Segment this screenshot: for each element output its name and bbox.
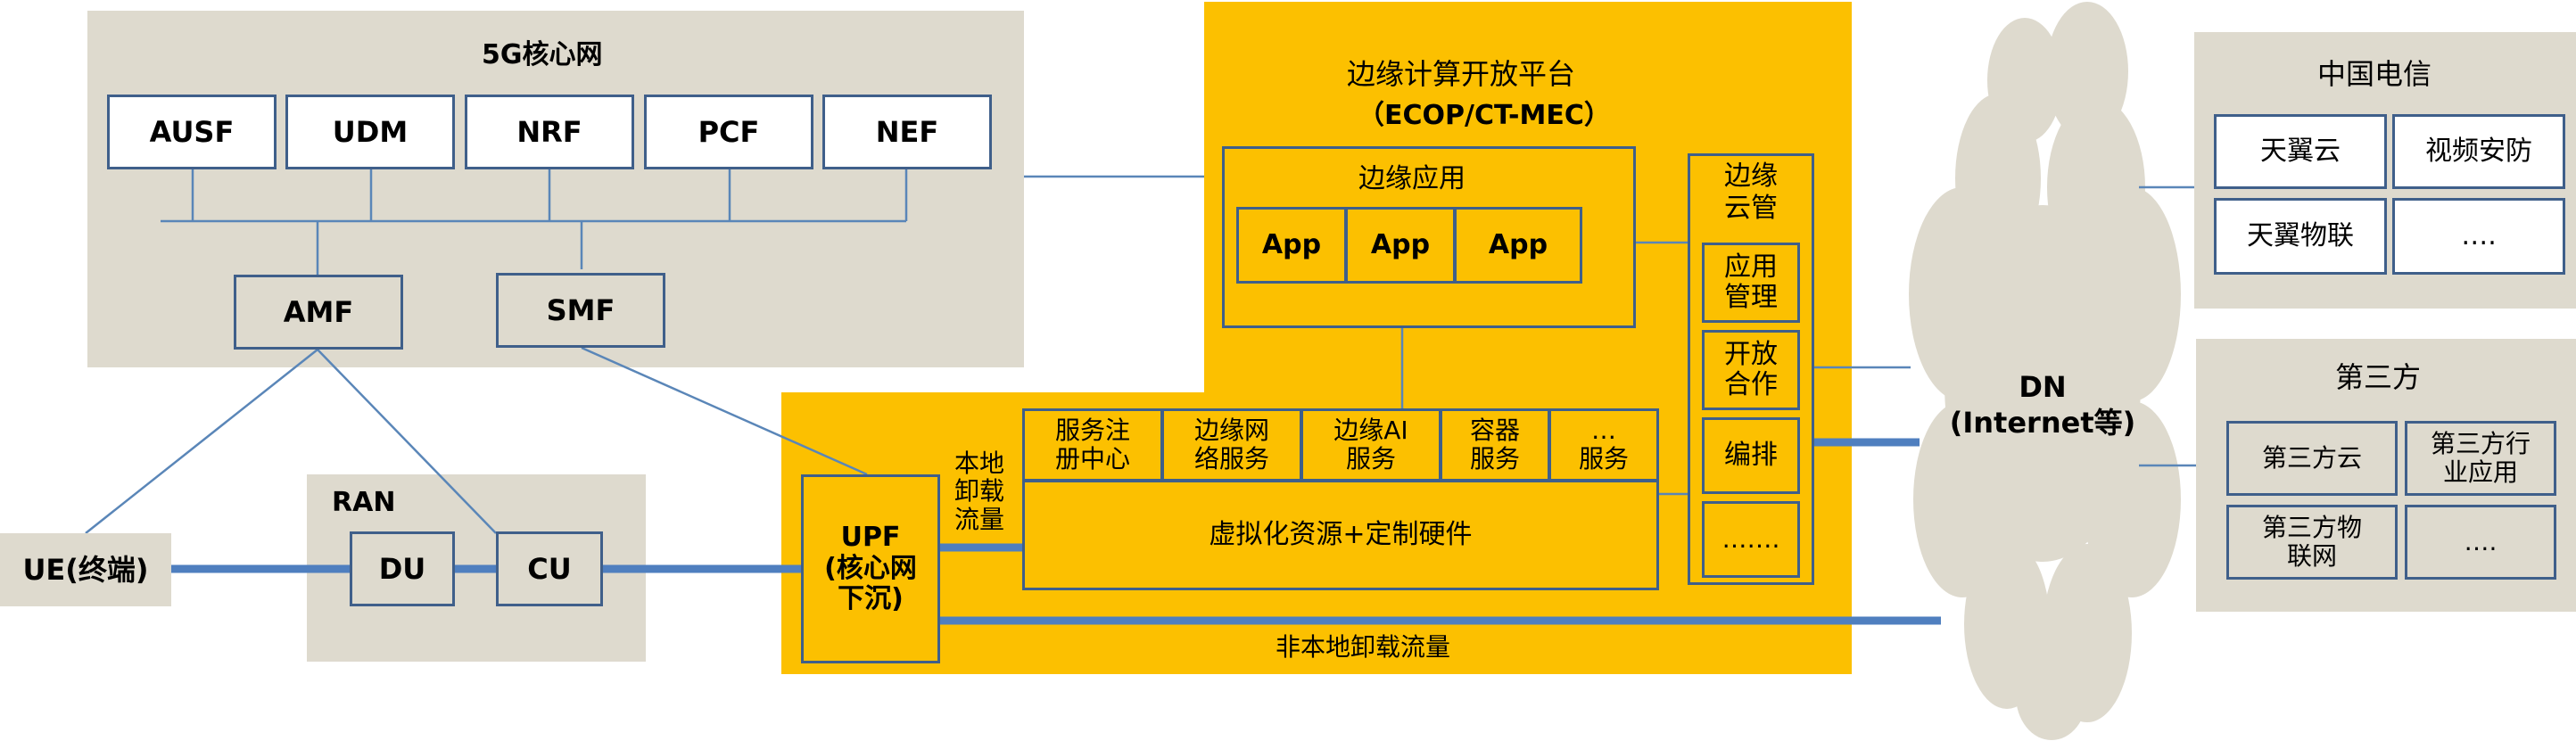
tianyi-cloud-box: 天翼云 — [2214, 114, 2387, 189]
edge-apps-title: 边缘应用 — [1358, 163, 1466, 194]
nef-box: NEF — [822, 95, 992, 169]
service-edge-network-line-1: 边缘网 — [1193, 415, 1269, 445]
service-box-more: …服务 — [1548, 408, 1659, 482]
cloud-mgmt-title-line-2: 云管 — [1724, 193, 1778, 224]
service-container-line-2: 服务 — [1469, 444, 1520, 473]
china-telecom-title: 中国电信 — [2317, 57, 2432, 91]
third-party-industry-app-box: 第三方行业应用 — [2405, 421, 2556, 496]
app-management-line-1: 应用 — [1724, 251, 1778, 283]
platform-subtitle: （ECOP/CT-MEC） — [1358, 100, 1611, 131]
cloud-mgmt-orchestration: 编排 — [1702, 417, 1800, 494]
local-offload-line-1: 本地 — [954, 449, 1004, 478]
service-edge-ai-line-1: 边缘AI — [1333, 415, 1408, 445]
cloud-mgmt-title: 边缘 云管 — [1688, 161, 1814, 225]
third-party-industry-line-2: 业应用 — [2442, 457, 2518, 487]
service-more-line-2: 服务 — [1578, 444, 1629, 473]
app-management-line-2: 管理 — [1724, 282, 1778, 313]
platform-title: 边缘计算开放平台 — [1347, 57, 1576, 91]
service-box-registry: 服务注册中心 — [1022, 408, 1163, 482]
edge-apps-box: 边缘应用 — [1222, 146, 1636, 328]
cloud-mgmt-open-cooperation: 开放合作 — [1702, 330, 1800, 410]
nrf-box: NRF — [465, 95, 634, 169]
third-party-iot-box: 第三方物联网 — [2226, 505, 2398, 580]
service-box-edge-network: 边缘网络服务 — [1161, 408, 1302, 482]
dn-label-line-2: (Internet等) — [1949, 406, 2136, 440]
third-party-iot-line-2: 联网 — [2286, 541, 2337, 571]
upf-box: UPF (核心网 下沉) — [801, 474, 940, 663]
du-box: DU — [350, 531, 455, 606]
udm-box: UDM — [285, 95, 455, 169]
service-box-container: 容器服务 — [1440, 408, 1550, 482]
cloud-mgmt-title-line-1: 边缘 — [1724, 161, 1778, 192]
service-registry-line-2: 册中心 — [1054, 444, 1130, 473]
ausf-box: AUSF — [107, 95, 277, 169]
upf-label-2: (核心网 — [824, 552, 917, 584]
local-offload-label: 本地 卸载 流量 — [945, 449, 1013, 533]
service-registry-line-1: 服务注 — [1054, 415, 1130, 445]
amf-box: AMF — [234, 275, 403, 350]
ran-title: RAN — [332, 487, 396, 518]
china-telecom-more-box: …. — [2392, 198, 2565, 275]
upf-label-3: 下沉) — [838, 583, 904, 615]
local-offload-line-3: 流量 — [954, 504, 1004, 534]
app-box-3: App — [1454, 207, 1582, 284]
open-cooperation-line-1: 开放 — [1724, 338, 1778, 370]
smf-box: SMF — [496, 273, 665, 348]
open-cooperation-line-2: 合作 — [1724, 369, 1778, 400]
video-security-box: 视频安防 — [2392, 114, 2565, 189]
dn-cloud-shape — [1909, 2, 2181, 740]
tianyi-iot-box: 天翼物联 — [2214, 198, 2387, 275]
virtual-resources-box: 虚拟化资源+定制硬件 — [1022, 480, 1659, 590]
app-box-1: App — [1236, 207, 1347, 284]
ue-box: UE(终端) — [0, 533, 171, 606]
cloud-mgmt-box — [1688, 153, 1814, 585]
non-local-offload-label: 非本地卸载流量 — [1276, 632, 1451, 662]
third-party-title: 第三方 — [2335, 360, 2422, 394]
core-network-title: 5G核心网 — [482, 39, 603, 70]
third-party-more-box: …. — [2405, 505, 2556, 580]
third-party-cloud-box: 第三方云 — [2226, 421, 2398, 496]
service-edge-network-line-2: 络服务 — [1193, 444, 1269, 473]
cu-box: CU — [496, 531, 603, 606]
third-party-iot-line-1: 第三方物 — [2261, 512, 2362, 542]
service-container-line-1: 容器 — [1469, 415, 1520, 445]
third-party-industry-line-1: 第三方行 — [2430, 428, 2531, 458]
local-offload-line-2: 卸载 — [954, 476, 1004, 506]
edge-platform-region-upper — [1204, 2, 1852, 394]
upf-label-1: UPF — [840, 522, 901, 554]
cloud-mgmt-app-management: 应用管理 — [1702, 243, 1800, 323]
dn-label: DN (Internet等) — [1927, 369, 2159, 440]
cloud-mgmt-more: ……. — [1702, 501, 1800, 578]
app-box-2: App — [1345, 207, 1456, 284]
service-edge-ai-line-2: 服务 — [1345, 444, 1396, 473]
service-more-line-1: … — [1590, 415, 1616, 445]
dn-label-line-1: DN — [2019, 370, 2067, 404]
pcf-box: PCF — [644, 95, 813, 169]
